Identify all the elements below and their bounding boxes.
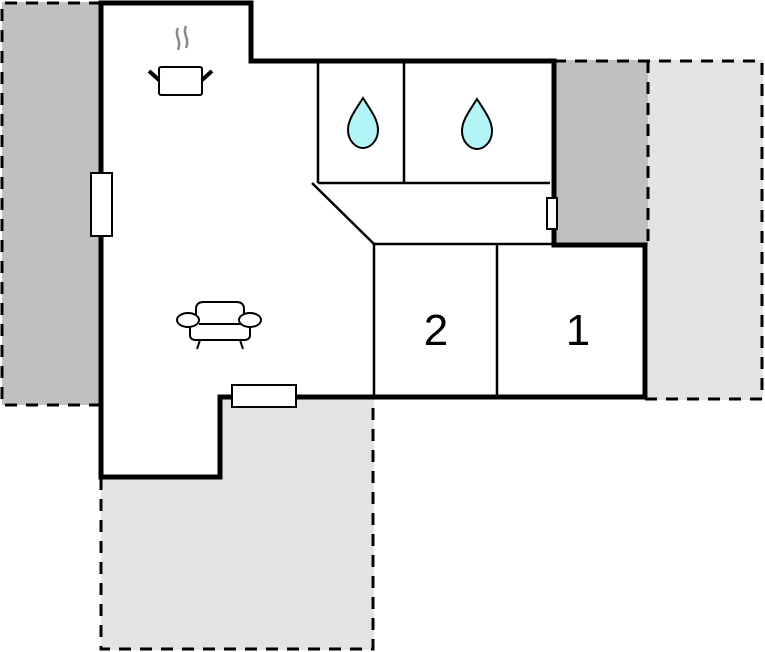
water-drop-icon	[460, 97, 494, 151]
terrace-right-open	[648, 60, 763, 400]
terrace-right-covered	[554, 60, 648, 245]
terrace-left-outline	[0, 1, 101, 407]
window-left-wall	[90, 172, 113, 237]
door-bottom-wall	[231, 384, 297, 408]
terrace-bottom-outline	[99, 398, 375, 651]
bedroom-1-label: 1	[566, 306, 590, 355]
openings	[90, 172, 558, 408]
cooking-pot-icon	[147, 25, 214, 96]
exterior-walls	[98, 0, 648, 480]
armchair-icon	[176, 301, 262, 350]
interior-walls	[311, 61, 554, 397]
building-interior	[101, 3, 645, 477]
water-drop-icon	[346, 96, 380, 150]
door-right-wall	[546, 197, 558, 230]
bedroom-2-label: 2	[424, 306, 448, 355]
terrace-left	[2, 2, 101, 405]
